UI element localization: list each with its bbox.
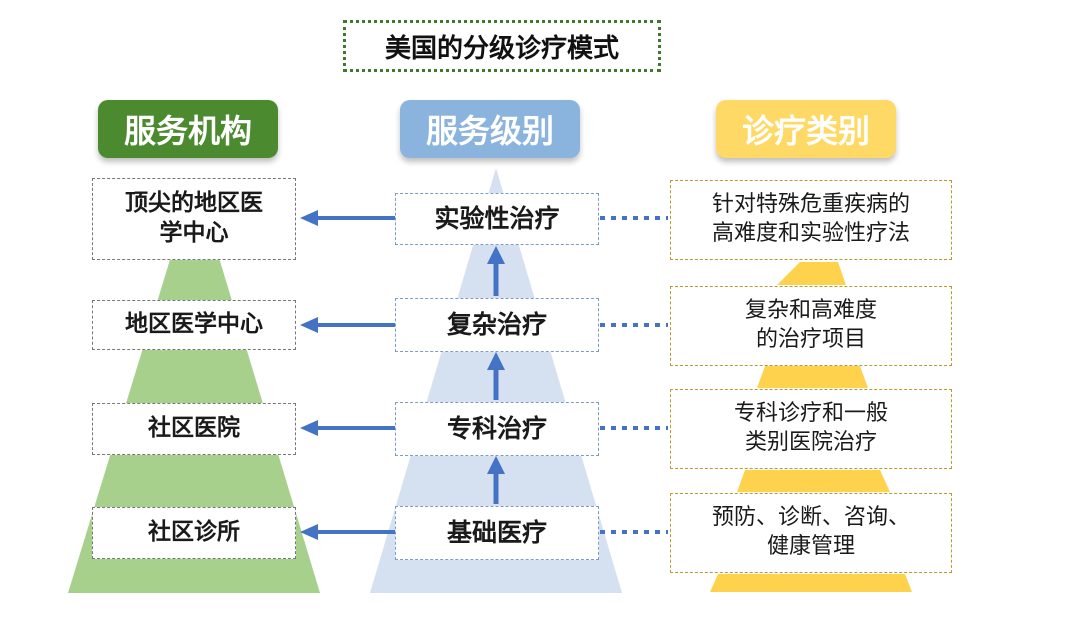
arrow-left-icon	[300, 210, 318, 226]
arrow-left-icon	[300, 420, 318, 436]
header-institutions: 服务机构	[98, 100, 278, 158]
category-box: 预防、诊断、咨询、 健康管理	[670, 493, 952, 573]
category-step	[737, 470, 890, 492]
category-label: 的治疗项目	[755, 327, 866, 352]
arrow-up-icon	[487, 352, 505, 370]
institution-box: 地区医学中心	[92, 300, 296, 350]
category-label: 预防、诊断、咨询、	[711, 505, 910, 531]
dotted-connectors	[600, 216, 668, 534]
category-label: 针对特殊危重疾病的	[711, 192, 910, 218]
level-box: 复杂治疗	[395, 298, 599, 352]
institution-box: 顶尖的地区医 学中心	[92, 178, 296, 260]
institution-box: 社区医院	[92, 403, 296, 455]
category-label: 类别医院治疗	[744, 430, 877, 455]
diagram-title: 美国的分级诊疗模式	[343, 20, 661, 72]
arrow-up-icon	[487, 246, 505, 264]
level-box: 基础医疗	[395, 506, 599, 560]
category-label: 健康管理	[766, 534, 855, 559]
category-box: 复杂和高难度 的治疗项目	[670, 286, 952, 366]
arrow-left-icon	[300, 524, 318, 540]
level-box: 实验性治疗	[395, 193, 599, 245]
institution-label: 学中心	[159, 220, 229, 246]
category-label: 高难度和实验性疗法	[711, 221, 910, 246]
category-box: 针对特殊危重疾病的 高难度和实验性疗法	[670, 180, 952, 260]
category-box: 专科诊疗和一般 类别医院治疗	[670, 389, 952, 469]
institution-label: 地区医学中心	[125, 311, 263, 338]
header-categories: 诊疗类别	[716, 100, 896, 158]
arrow-left-icon	[300, 317, 318, 333]
arrows-up	[487, 246, 505, 504]
institution-box: 社区诊所	[92, 507, 296, 559]
category-pyramid	[710, 262, 912, 592]
header-levels: 服务级别	[400, 100, 580, 158]
category-step	[710, 574, 912, 592]
institution-pyramid	[68, 178, 320, 593]
institution-label: 社区诊所	[148, 519, 240, 546]
category-label: 复杂和高难度	[744, 298, 877, 324]
arrow-up-icon	[487, 456, 505, 474]
institution-label: 顶尖的地区医	[125, 190, 263, 217]
category-step	[757, 366, 868, 388]
arrows-to-institutions	[300, 210, 395, 540]
level-box: 专科治疗	[395, 402, 599, 456]
category-step	[777, 262, 846, 285]
category-label: 专科诊疗和一般	[733, 401, 888, 427]
institution-label: 社区医院	[148, 415, 240, 442]
